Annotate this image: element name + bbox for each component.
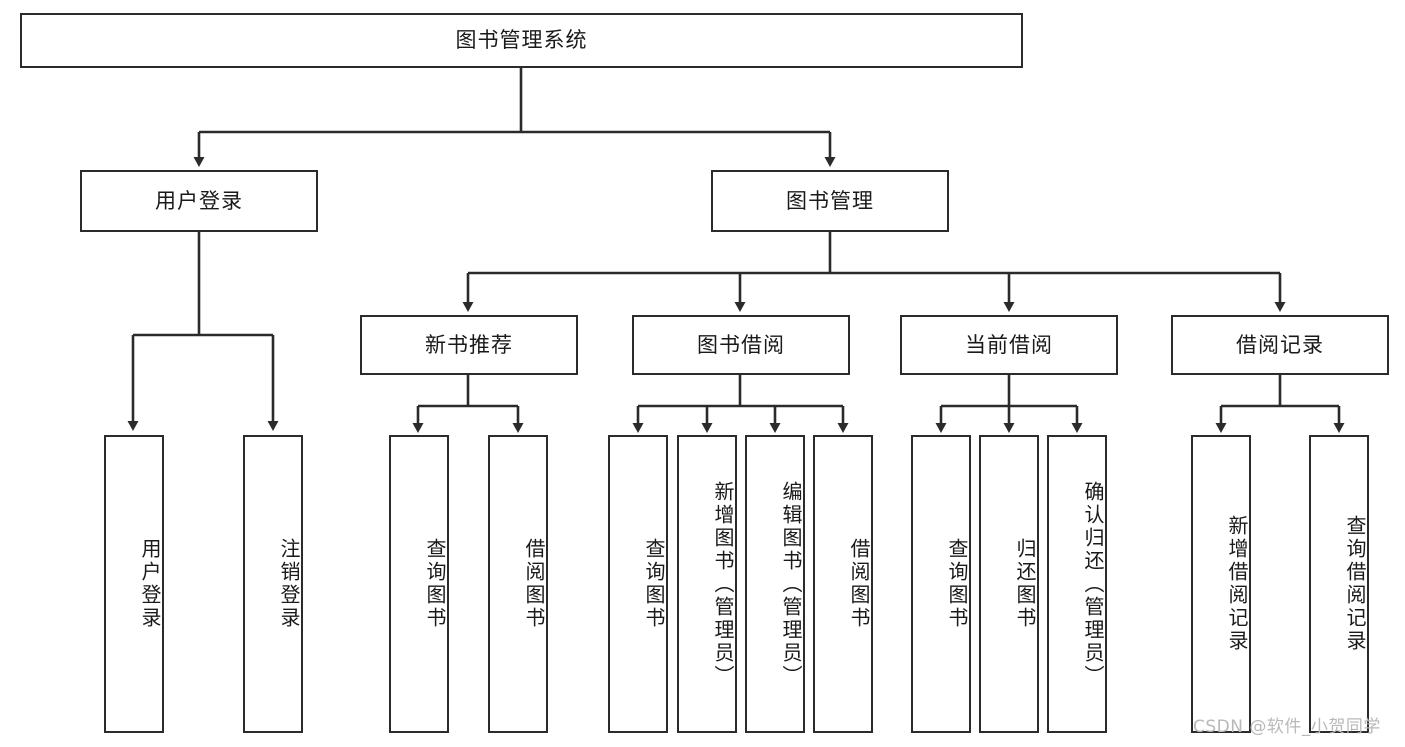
leaf-borrow-add-book-admin[interactable]: 新增图书（管理员） (677, 435, 737, 733)
node-label: 借阅记录 (1236, 332, 1324, 357)
leaf-borrow-edit-book-admin[interactable]: 编辑图书（管理员） (745, 435, 805, 733)
node-label: 用户登录 (138, 538, 162, 630)
leaf-current-query-book[interactable]: 查询图书 (911, 435, 971, 733)
leaf-new-book-query[interactable]: 查询图书 (389, 435, 449, 733)
node-label: 注销登录 (277, 538, 301, 630)
node-label: 查询图书 (945, 538, 969, 630)
leaf-user-login-signout[interactable]: 注销登录 (243, 435, 303, 733)
leaf-borrow-query-book[interactable]: 查询图书 (608, 435, 668, 733)
node-root-library-system[interactable]: 图书管理系统 (20, 13, 1023, 68)
node-borrow-record[interactable]: 借阅记录 (1171, 315, 1389, 375)
leaf-current-return-book[interactable]: 归还图书 (979, 435, 1039, 733)
leaf-record-query-record[interactable]: 查询借阅记录 (1309, 435, 1369, 733)
node-current-borrow[interactable]: 当前借阅 (900, 315, 1118, 375)
node-label: 图书管理系统 (455, 28, 588, 53)
node-label: 图书管理 (786, 188, 874, 213)
leaf-record-add-record[interactable]: 新增借阅记录 (1191, 435, 1251, 733)
node-label: 用户登录 (155, 188, 243, 213)
node-label: 查询借阅记录 (1343, 515, 1367, 653)
node-book-management[interactable]: 图书管理 (711, 170, 949, 232)
node-label: 确认归还（管理员） (1081, 480, 1105, 688)
node-new-book-recommend[interactable]: 新书推荐 (360, 315, 578, 375)
leaf-borrow-borrow-book[interactable]: 借阅图书 (813, 435, 873, 733)
leaf-user-login-signin[interactable]: 用户登录 (104, 435, 164, 733)
node-label: 图书借阅 (697, 332, 785, 357)
node-label: 新书推荐 (425, 332, 513, 357)
node-label: 借阅图书 (847, 538, 871, 630)
node-user-login[interactable]: 用户登录 (80, 170, 318, 232)
node-label: 借阅图书 (522, 538, 546, 630)
watermark-text: CSDN @软件_小贺同学 (1193, 717, 1381, 737)
node-label: 查询图书 (423, 538, 447, 630)
node-label: 新增借阅记录 (1225, 515, 1249, 653)
node-label: 编辑图书（管理员） (779, 480, 803, 688)
leaf-current-confirm-return-admin[interactable]: 确认归还（管理员） (1047, 435, 1107, 733)
node-label: 当前借阅 (965, 332, 1053, 357)
node-label: 查询图书 (642, 538, 666, 630)
node-label: 新增图书（管理员） (711, 480, 735, 688)
node-label: 归还图书 (1013, 538, 1037, 630)
leaf-new-book-borrow[interactable]: 借阅图书 (488, 435, 548, 733)
node-book-borrow[interactable]: 图书借阅 (632, 315, 850, 375)
